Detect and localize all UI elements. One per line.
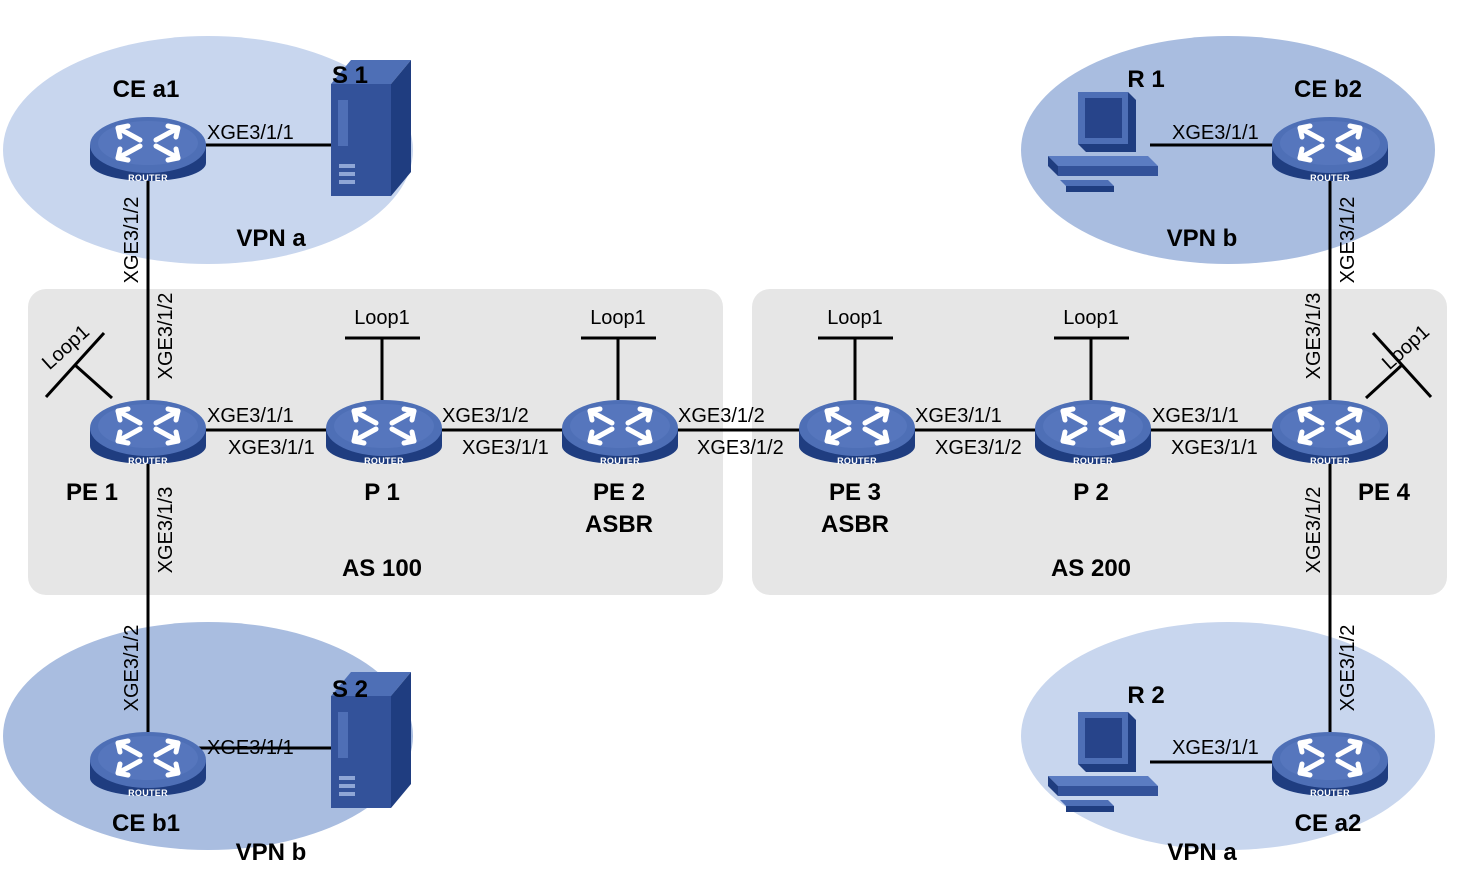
router-p1[interactable] <box>326 400 442 464</box>
router-ce-a1[interactable] <box>90 117 206 181</box>
if-pe3-left: XGE3/1/2 <box>697 437 784 459</box>
router-caption: ROUTER <box>1310 456 1350 466</box>
pe3-label: PE 3 <box>829 479 881 506</box>
vpn-cloud-bottom-left <box>3 622 413 850</box>
p1-loopback-label: Loop1 <box>354 307 410 329</box>
if-pe1-right: XGE3/1/1 <box>207 405 294 427</box>
router-captions: ROUTER ROUTER ROUTER ROUTER ROUTER ROUTE… <box>128 173 1350 798</box>
ce-a1-label: CE a1 <box>113 76 180 103</box>
pe4-label: PE 4 <box>1358 479 1411 506</box>
pe3-loopback-label: Loop1 <box>827 307 883 329</box>
router-caption: ROUTER <box>837 456 877 466</box>
router-caption: ROUTER <box>1310 788 1350 798</box>
if-pe4-left: XGE3/1/1 <box>1171 437 1258 459</box>
if-p1-left: XGE3/1/1 <box>228 437 315 459</box>
if-pe1-down: XGE3/1/3 <box>155 487 177 574</box>
r2-label: R 2 <box>1127 682 1164 709</box>
p2-label: P 2 <box>1073 479 1109 506</box>
vpn-a-top-label: VPN a <box>236 225 306 252</box>
if-p1-right: XGE3/1/2 <box>442 405 529 427</box>
s2-label: S 2 <box>332 676 368 703</box>
pe2-label: PE 2 <box>593 479 645 506</box>
if-ceb2-down: XGE3/1/2 <box>1337 197 1359 284</box>
vpn-cloud-top-left <box>3 36 413 264</box>
router-pe4[interactable] <box>1272 400 1388 464</box>
p2-loopback-label: Loop1 <box>1063 307 1119 329</box>
ce-b1-label: CE b1 <box>112 810 180 837</box>
router-p2[interactable] <box>1035 400 1151 464</box>
router-caption: ROUTER <box>128 788 168 798</box>
if-ceb2-r1: XGE3/1/1 <box>1172 122 1259 144</box>
pe3-role-label: ASBR <box>821 511 889 538</box>
if-ceb1-up: XGE3/1/2 <box>121 625 143 712</box>
router-pe2[interactable] <box>562 400 678 464</box>
as100-label: AS 100 <box>342 555 422 582</box>
if-pe2-left: XGE3/1/1 <box>462 437 549 459</box>
r1-label: R 1 <box>1127 66 1164 93</box>
if-p2-left: XGE3/1/2 <box>935 437 1022 459</box>
router-caption: ROUTER <box>1310 173 1350 183</box>
if-cea2-r2: XGE3/1/1 <box>1172 737 1259 759</box>
ce-b2-label: CE b2 <box>1294 76 1362 103</box>
as200-label: AS 200 <box>1051 555 1131 582</box>
router-caption: ROUTER <box>128 173 168 183</box>
pe1-label: PE 1 <box>66 479 118 506</box>
router-caption: ROUTER <box>600 456 640 466</box>
if-p2-right: XGE3/1/1 <box>1152 405 1239 427</box>
vpn-a-bottom-label: VPN a <box>1167 839 1237 866</box>
p1-label: P 1 <box>364 479 400 506</box>
router-pe1[interactable] <box>90 400 206 464</box>
pe2-loopback-label: Loop1 <box>590 307 646 329</box>
vpn-b-bottom-label: VPN b <box>236 839 307 866</box>
if-pe4-down: XGE3/1/2 <box>1303 487 1325 574</box>
if-pe1-up: XGE3/1/2 <box>155 293 177 380</box>
if-pe2-right: XGE3/1/2 <box>678 405 765 427</box>
s1-label: S 1 <box>332 62 368 89</box>
router-ce-b1[interactable] <box>90 732 206 796</box>
if-pe4-up: XGE3/1/3 <box>1303 293 1325 380</box>
pe2-role-label: ASBR <box>585 511 653 538</box>
router-caption: ROUTER <box>1073 456 1113 466</box>
router-caption: ROUTER <box>128 456 168 466</box>
if-ceb1-s2: XGE3/1/1 <box>207 737 294 759</box>
router-ce-b2[interactable] <box>1272 117 1388 181</box>
if-cea1-s1: XGE3/1/1 <box>207 122 294 144</box>
if-pe3-right: XGE3/1/1 <box>915 405 1002 427</box>
router-pe3[interactable] <box>799 400 915 464</box>
if-cea2-up: XGE3/1/2 <box>1337 625 1359 712</box>
router-caption: ROUTER <box>364 456 404 466</box>
router-ce-a2[interactable] <box>1272 732 1388 796</box>
ce-a2-label: CE a2 <box>1295 810 1362 837</box>
if-cea1-down: XGE3/1/2 <box>121 197 143 284</box>
vpn-b-top-label: VPN b <box>1167 225 1238 252</box>
